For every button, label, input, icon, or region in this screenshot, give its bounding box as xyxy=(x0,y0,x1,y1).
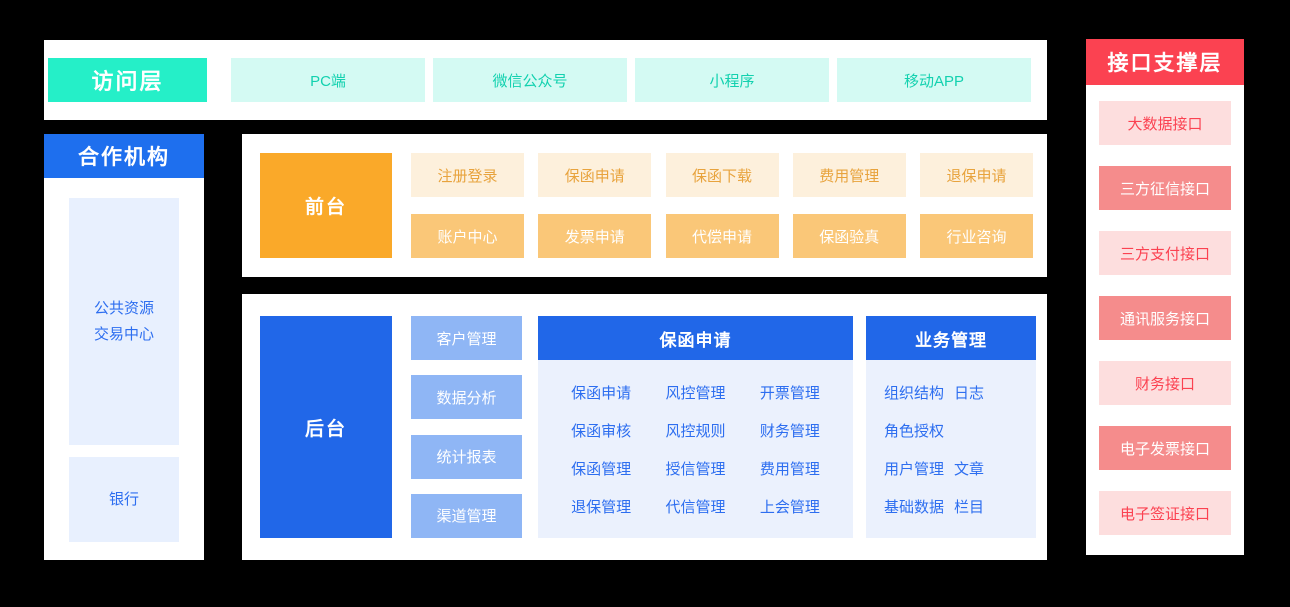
interface-item-finance[interactable]: 财务接口 xyxy=(1099,361,1231,405)
group-link-meeting-management[interactable]: 上会管理 xyxy=(759,499,820,516)
front-cell-guarantee-application[interactable]: 保函申请 xyxy=(538,153,652,197)
partner-institutions-panel: 合作机构 公共资源 交易中心 银行 xyxy=(44,134,204,560)
group-link-risk-control-rules[interactable]: 风控规则 xyxy=(665,423,726,440)
interface-item-big-data[interactable]: 大数据接口 xyxy=(1099,101,1231,145)
partner-box-public-resource-trading-center[interactable]: 公共资源 交易中心 xyxy=(69,198,179,445)
access-item-pc[interactable]: PC端 xyxy=(231,58,425,102)
group-link-guarantee-management[interactable]: 保函管理 xyxy=(571,461,632,478)
group-link-fee-management[interactable]: 费用管理 xyxy=(759,461,820,478)
front-office-row-1: 注册登录 保函申请 保函下载 费用管理 退保申请 xyxy=(411,153,1033,197)
interface-item-communication-service[interactable]: 通讯服务接口 xyxy=(1099,296,1231,340)
access-layer-items: PC端 微信公众号 小程序 移动APP xyxy=(231,58,1031,102)
group-link-risk-control-management[interactable]: 风控管理 xyxy=(665,385,726,402)
back-office-stack: 客户管理 数据分析 统计报表 渠道管理 xyxy=(411,316,522,538)
partner-box-line: 银行 xyxy=(108,490,139,508)
group-link-user-management[interactable]: 用户管理 xyxy=(884,461,945,478)
group-link-guarantee-review[interactable]: 保函审核 xyxy=(571,423,632,440)
group-link-refund-management[interactable]: 退保管理 xyxy=(571,499,632,516)
access-layer-title: 访问层 xyxy=(48,58,207,102)
group-link-article[interactable]: 文章 xyxy=(954,461,985,478)
front-cell-refund-application[interactable]: 退保申请 xyxy=(920,153,1033,197)
group-head-business-management: 业务管理 xyxy=(866,316,1036,360)
back-stack-data-analysis[interactable]: 数据分析 xyxy=(411,375,522,420)
front-cell-compensation-application[interactable]: 代偿申请 xyxy=(665,214,779,258)
group-link-organization-structure[interactable]: 组织结构 xyxy=(884,385,945,402)
interface-support-layer-list: 大数据接口 三方征信接口 三方支付接口 通讯服务接口 财务接口 电子发票接口 电… xyxy=(1099,101,1231,535)
access-item-mobile-app[interactable]: 移动APP xyxy=(837,58,1031,102)
group-links-grid: 组织结构 日志 角色授权 用户管理 文章 基础数据 栏目 xyxy=(866,370,1036,532)
partner-box-line: 公共资源 xyxy=(93,299,154,317)
interface-support-layer-panel: 接口支撑层 大数据接口 三方征信接口 三方支付接口 通讯服务接口 财务接口 电子… xyxy=(1086,39,1244,555)
front-cell-register-login[interactable]: 注册登录 xyxy=(411,153,524,197)
group-link-agent-credit-management[interactable]: 代信管理 xyxy=(665,499,726,516)
front-office-panel: 前台 注册登录 保函申请 保函下载 费用管理 退保申请 账户中心 发票申请 代偿… xyxy=(242,134,1047,277)
front-office-row-2: 账户中心 发票申请 代偿申请 保函验真 行业咨询 xyxy=(411,214,1033,258)
front-cell-fee-management[interactable]: 费用管理 xyxy=(792,153,906,197)
front-cell-industry-consulting[interactable]: 行业咨询 xyxy=(920,214,1033,258)
front-cell-account-center[interactable]: 账户中心 xyxy=(411,214,524,258)
group-body-guarantee-application: 保函申请 风控管理 开票管理 保函审核 风控规则 财务管理 保函管理 授信管理 … xyxy=(538,360,853,538)
interface-item-e-invoice[interactable]: 电子发票接口 xyxy=(1099,426,1231,470)
group-link-role-authorization[interactable]: 角色授权 xyxy=(884,423,945,440)
back-office-title: 后台 xyxy=(260,316,392,538)
group-link-basic-data[interactable]: 基础数据 xyxy=(884,499,945,516)
access-item-miniprogram[interactable]: 小程序 xyxy=(635,58,829,102)
access-layer-panel: 访问层 PC端 微信公众号 小程序 移动APP xyxy=(44,40,1047,120)
back-office-group-guarantee-application: 保函申请 保函申请 风控管理 开票管理 保函审核 风控规则 财务管理 保函管理 … xyxy=(538,316,853,538)
interface-item-e-visa[interactable]: 电子签证接口 xyxy=(1099,491,1231,535)
group-link-finance-management[interactable]: 财务管理 xyxy=(759,423,820,440)
front-cell-guarantee-verification[interactable]: 保函验真 xyxy=(792,214,906,258)
interface-item-third-party-credit[interactable]: 三方征信接口 xyxy=(1099,166,1231,210)
group-link-column[interactable]: 栏目 xyxy=(954,499,985,516)
partner-institutions-title: 合作机构 xyxy=(44,134,204,178)
back-stack-channel-management[interactable]: 渠道管理 xyxy=(411,493,522,538)
front-cell-guarantee-download[interactable]: 保函下载 xyxy=(665,153,779,197)
interface-item-third-party-payment[interactable]: 三方支付接口 xyxy=(1099,231,1231,275)
front-cell-invoice-application[interactable]: 发票申请 xyxy=(538,214,652,258)
group-link-credit-granting-management[interactable]: 授信管理 xyxy=(665,461,726,478)
group-link-guarantee-application[interactable]: 保函申请 xyxy=(571,385,632,402)
access-item-wechat-official[interactable]: 微信公众号 xyxy=(433,58,627,102)
partner-box-bank[interactable]: 银行 xyxy=(69,457,179,542)
back-office-group-business-management: 业务管理 组织结构 日志 角色授权 用户管理 文章 基础数据 栏目 xyxy=(866,316,1036,538)
front-office-grid: 注册登录 保函申请 保函下载 费用管理 退保申请 账户中心 发票申请 代偿申请 … xyxy=(411,153,1033,258)
group-head-guarantee-application: 保函申请 xyxy=(538,316,853,360)
front-office-title: 前台 xyxy=(260,153,392,258)
group-link-invoicing-management[interactable]: 开票管理 xyxy=(759,385,820,402)
interface-support-layer-title: 接口支撑层 xyxy=(1086,39,1244,85)
group-body-business-management: 组织结构 日志 角色授权 用户管理 文章 基础数据 栏目 xyxy=(866,360,1036,538)
back-office-panel: 后台 客户管理 数据分析 统计报表 渠道管理 保函申请 保函申请 风控管理 开票… xyxy=(242,294,1047,560)
group-link-log[interactable]: 日志 xyxy=(954,385,985,402)
partner-box-line: 交易中心 xyxy=(93,325,154,343)
group-links-grid: 保函申请 风控管理 开票管理 保函审核 风控规则 财务管理 保函管理 授信管理 … xyxy=(538,370,853,532)
back-stack-statistical-reports[interactable]: 统计报表 xyxy=(411,434,522,479)
back-stack-customer-management[interactable]: 客户管理 xyxy=(411,316,522,360)
